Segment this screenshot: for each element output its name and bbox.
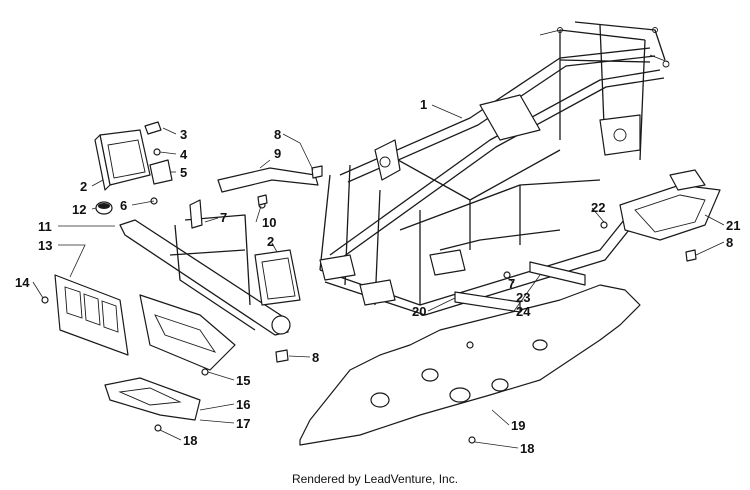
front-skid-guard [139, 294, 236, 371]
leader-lines [32, 104, 725, 449]
nut-22 [600, 221, 608, 229]
screw-15 [201, 368, 209, 376]
bolt-3 [144, 121, 162, 135]
callout-labels: 1 2 3 4 5 6 7 8 9 10 2 11 12 13 14 7 15 … [15, 97, 740, 456]
callout-8-upper: 8 [274, 127, 281, 142]
callout-24: 24 [516, 304, 531, 319]
front-grille-panel [54, 274, 129, 356]
callout-12: 12 [72, 202, 86, 217]
callout-18-right: 18 [520, 441, 534, 456]
callout-2-left: 2 [80, 179, 87, 194]
callout-14: 14 [15, 275, 30, 290]
rail-20 [454, 291, 521, 313]
callout-6: 6 [120, 198, 127, 213]
skid-plate [299, 284, 641, 446]
callout-22: 22 [591, 200, 605, 215]
callout-23: 23 [516, 290, 530, 305]
screw-18-right [468, 436, 476, 444]
callout-2-right: 2 [267, 234, 274, 249]
nut-7-right [503, 271, 511, 279]
callout-4: 4 [180, 147, 188, 162]
grommet-12-shade [98, 203, 110, 209]
frame-assembly [319, 21, 670, 316]
callout-1: 1 [420, 97, 427, 112]
footrest [619, 169, 721, 241]
screw-14 [41, 296, 49, 304]
callout-19: 19 [511, 418, 525, 433]
callout-9: 9 [274, 146, 281, 161]
bolt-8-right [685, 249, 697, 262]
callout-21: 21 [726, 218, 740, 233]
headlight-bracket [149, 159, 173, 185]
nut-4 [153, 148, 161, 156]
bolt-8-upper [311, 165, 323, 179]
callout-16: 16 [236, 397, 250, 412]
callout-5: 5 [180, 165, 187, 180]
callout-8-right: 8 [726, 235, 733, 250]
screw-18-left [154, 424, 162, 432]
callout-8-bumper: 8 [312, 350, 319, 365]
render-credit: Rendered by LeadVenture, Inc. [291, 472, 459, 486]
callout-7-right: 7 [508, 276, 515, 291]
headlight-left [94, 129, 151, 191]
bolt-8-bumper [275, 349, 289, 363]
rail-24 [529, 261, 586, 286]
callout-10: 10 [262, 215, 276, 230]
callout-7-left: 7 [220, 210, 227, 225]
callout-17: 17 [236, 416, 250, 431]
mount-bracket-9 [217, 167, 319, 209]
callout-18-left: 18 [183, 433, 197, 448]
front-bumper [119, 199, 291, 336]
callout-13: 13 [38, 238, 52, 253]
headlight-right [254, 249, 301, 306]
bolt-10 [257, 194, 268, 206]
callout-3: 3 [180, 127, 187, 142]
callout-15: 15 [236, 373, 250, 388]
callout-11: 11 [38, 219, 52, 234]
lower-guard-16 [104, 377, 201, 421]
callout-20: 20 [412, 304, 426, 319]
